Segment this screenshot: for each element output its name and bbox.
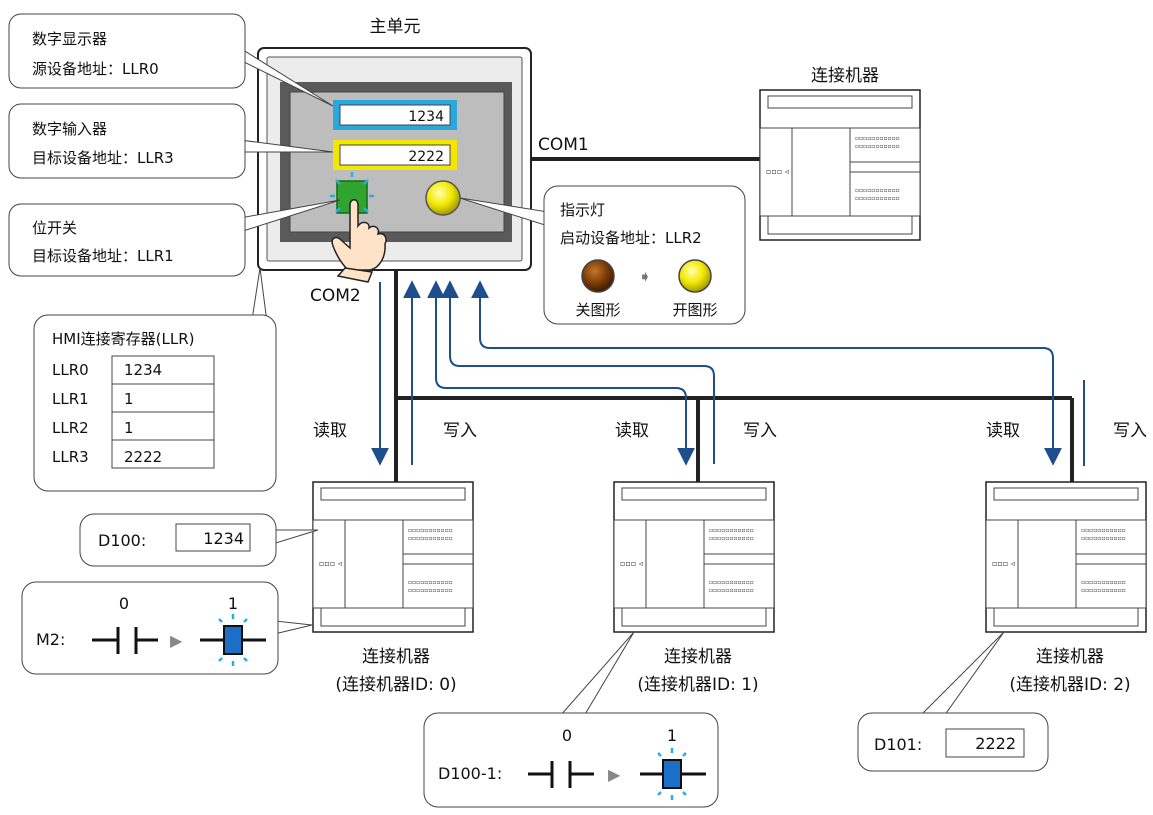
llr-table-title: HMI连接寄存器(LLR): [52, 330, 195, 348]
read-label-0: 读取: [313, 421, 347, 441]
arrow-right-icon: ▶: [608, 765, 621, 784]
llr-row-name: LLR1: [52, 390, 89, 408]
m2-state-on: 1: [228, 594, 238, 613]
connected-device-0: [312, 481, 474, 633]
top-connected-device: [759, 89, 921, 241]
d101-value: 2222: [975, 734, 1016, 753]
data-flow-arrows: [371, 280, 1062, 466]
read-label-1: 读取: [615, 421, 649, 441]
d100-1-callout: 0 1 D100-1: ▶: [423, 631, 719, 808]
connected-device-1: [613, 481, 775, 633]
llr-row-name: LLR3: [52, 448, 89, 466]
lamp-on-icon: [678, 259, 712, 293]
top-device-label: 连接机器: [811, 66, 879, 86]
llr-row-name: LLR0: [52, 361, 89, 379]
d100-callout: D100: 1234: [79, 513, 319, 567]
numeric-input-address: 目标设备地址：LLR3: [32, 149, 174, 167]
numeric-display-value: 1234: [408, 109, 444, 125]
arrow-right-icon: ➧: [638, 267, 651, 286]
device-2-id: (连接机器ID: 2): [1009, 675, 1130, 695]
d100-1-state-off: 0: [562, 726, 572, 745]
callout-numeric-display: 数字显示器 源设备地址：LLR0: [8, 13, 334, 107]
m2-label: M2:: [36, 630, 65, 649]
d100-label: D100:: [98, 531, 146, 550]
lamp-off-label: 关图形: [575, 301, 620, 319]
contact-closed-icon: [640, 748, 706, 800]
main-unit-title: 主单元: [370, 17, 421, 37]
pilot-lamp-name: 指示灯: [560, 201, 605, 219]
com1-label: COM1: [538, 135, 589, 155]
llr-row-value: 1: [124, 390, 134, 408]
write-label-2: 写入: [1113, 421, 1147, 441]
write-label-1: 写入: [743, 421, 777, 441]
numeric-display-name: 数字显示器: [32, 30, 107, 48]
write-label-0: 写入: [443, 421, 477, 441]
d101-callout: D101: 2222: [857, 631, 1049, 772]
contact-open-icon: [92, 627, 158, 654]
d100-1-label: D100-1:: [438, 764, 502, 783]
com2-label: COM2: [310, 286, 361, 306]
d101-label: D101:: [874, 735, 922, 754]
main-unit: 主单元 1234 2222: [257, 17, 532, 283]
llr-row-name: LLR2: [52, 419, 89, 437]
contact-open-icon: [528, 761, 594, 788]
read-label-2: 读取: [986, 421, 1020, 441]
device-0-id: (连接机器ID: 0): [335, 675, 456, 695]
device-1-id: (连接机器ID: 1): [637, 675, 758, 695]
m2-callout: 0 1 M2: ▶: [21, 581, 313, 675]
connected-device-2: [985, 481, 1147, 633]
lamp-off-icon: [581, 259, 615, 293]
bit-switch-name: 位开关: [32, 219, 77, 237]
bit-switch-address: 目标设备地址：LLR1: [32, 247, 174, 265]
lamp-on-label: 开图形: [672, 301, 717, 319]
device-0-name: 连接机器: [362, 647, 430, 667]
llr-row-value: 1: [124, 419, 134, 437]
contact-closed-icon: [200, 614, 266, 666]
device-1-name: 连接机器: [664, 647, 732, 667]
arrow-right-icon: ▶: [170, 631, 183, 650]
callout-bit-switch: 位开关 目标设备地址：LLR1: [8, 199, 341, 277]
d100-value: 1234: [203, 529, 244, 548]
numeric-input-name: 数字输入器: [32, 120, 107, 138]
numeric-input-value: 2222: [408, 149, 444, 165]
hand-pointer-icon: [331, 199, 387, 283]
numeric-display-address: 源设备地址：LLR0: [32, 60, 159, 78]
pilot-lamp-icon: [425, 180, 461, 216]
llr-table-callout: HMI连接寄存器(LLR) LLR0 1234 LLR1 1 LLR2 1 LL…: [33, 267, 277, 492]
m2-state-off: 0: [119, 594, 129, 613]
pilot-lamp-address: 启动设备地址：LLR2: [560, 229, 702, 247]
device-2-name: 连接机器: [1036, 647, 1104, 667]
d100-1-state-on: 1: [667, 726, 677, 745]
llr-row-value: 2222: [124, 448, 162, 466]
llr-row-value: 1234: [124, 361, 162, 379]
callout-numeric-input: 数字输入器 目标设备地址：LLR3: [8, 103, 334, 179]
